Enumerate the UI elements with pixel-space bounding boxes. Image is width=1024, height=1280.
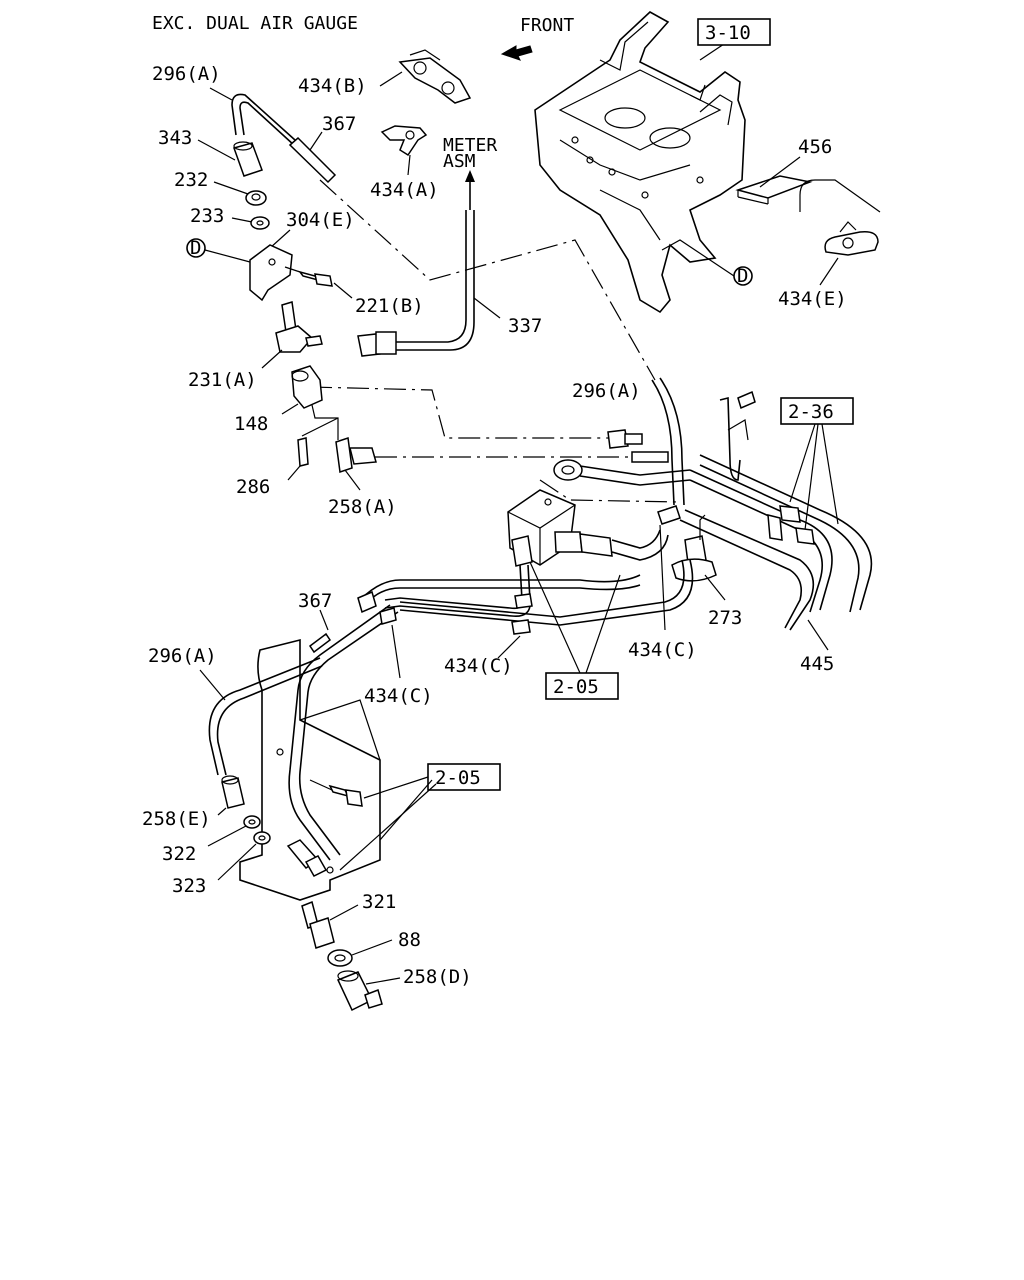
part-233-washer [250, 216, 270, 230]
label-343: 343 [158, 127, 192, 149]
label-231a: 231(A) [188, 369, 257, 391]
label-367-mid: 367 [298, 590, 332, 612]
label-221b: 221(B) [355, 295, 424, 317]
part-434b-clamp [398, 49, 472, 104]
part-304e-bracket [249, 244, 301, 302]
label-434c-mid: 434(C) [628, 639, 697, 661]
part-343-nut [233, 141, 263, 177]
part-273-valve [671, 514, 717, 582]
long-pipes [359, 559, 694, 626]
mounting-plate-lower [239, 638, 381, 901]
label-337: 337 [508, 315, 542, 337]
part-258e-nut [221, 775, 245, 809]
part-88-washer [327, 949, 353, 967]
label-296a-mid: 296(A) [572, 380, 641, 402]
part-434a-clamp [380, 125, 428, 157]
clip-434c-pair [511, 593, 533, 635]
part-232-nut [245, 190, 267, 206]
part-148-fitting [291, 365, 323, 409]
label-148: 148 [234, 413, 268, 435]
part-323-washer [253, 831, 271, 845]
part-367-sleeve-top [288, 136, 337, 184]
diagram-title: EXC. DUAL AIR GAUGE [152, 13, 358, 34]
label-434b: 434(B) [298, 75, 367, 97]
part-286-bolt [297, 437, 309, 467]
callout-d-left[interactable]: D [186, 237, 206, 259]
label-258a: 258(A) [328, 496, 397, 518]
label-286: 286 [236, 476, 270, 498]
pipe-bundle-right [679, 454, 873, 631]
label-445: 445 [800, 653, 834, 675]
ref-2-05-lower-label: 2-05 [435, 767, 481, 789]
label-323: 323 [172, 875, 206, 897]
hose-eye-fitting [553, 459, 691, 486]
bracket-2-36-drawing [719, 390, 756, 481]
label-233: 233 [190, 205, 224, 227]
part-337-pipe [357, 210, 475, 357]
part-434c-clip-left [357, 590, 397, 625]
part-434e-clamp [824, 221, 879, 256]
ref-2-05-mid-label: 2-05 [553, 676, 599, 698]
leader-eye-fitting [539, 479, 681, 503]
label-232: 232 [174, 169, 208, 191]
label-434c-lower: 434(C) [444, 655, 513, 677]
ref-2-36-label: 2-36 [788, 401, 834, 423]
label-321: 321 [362, 891, 396, 913]
part-456-pad [735, 175, 881, 213]
part-258a-fitting [335, 437, 377, 473]
part-fitting-upper [607, 429, 643, 449]
callout-d-right[interactable]: D [733, 265, 753, 287]
part-258d-nut [336, 970, 383, 1012]
label-456: 456 [798, 136, 832, 158]
bolt-lower [328, 784, 363, 807]
meter-asm-label-line2: ASM [443, 151, 476, 172]
part-322-washer [243, 815, 261, 829]
part-296a-hose-lower [208, 657, 323, 776]
part-321-fitting [301, 900, 335, 949]
ref-box-3-10[interactable]: 3-10 [697, 18, 771, 46]
label-88: 88 [398, 929, 421, 951]
part-367-hose-lower [288, 604, 399, 861]
callout-d-right-label: D [737, 265, 748, 287]
label-258d: 258(D) [403, 966, 472, 988]
leader-367-to-hose [319, 179, 656, 381]
label-296a-top: 296(A) [152, 63, 221, 85]
hose-end-fitting [286, 839, 328, 877]
label-296a-lower: 296(A) [148, 645, 217, 667]
ref-3-10-label: 3-10 [705, 22, 751, 44]
meter-asm-label-line1: METER [443, 135, 497, 156]
part-fitting-lower [631, 451, 669, 463]
label-273: 273 [708, 607, 742, 629]
part-434c-clip-mid [657, 505, 681, 525]
ref-box-2-05-mid[interactable]: 2-05 [545, 672, 619, 700]
callout-d-left-label: D [190, 237, 201, 259]
part-296a-hose-top [231, 93, 296, 147]
meter-direction-arrow-icon [465, 170, 475, 210]
label-322: 322 [162, 843, 196, 865]
ref-box-2-36[interactable]: 2-36 [780, 397, 854, 425]
label-434c-left: 434(C) [364, 685, 433, 707]
valve-fittings [511, 529, 669, 567]
label-304e: 304(E) [286, 209, 355, 231]
part-221b-bolt [298, 270, 333, 287]
leader-148-to-fitting [309, 386, 610, 439]
label-367-top: 367 [322, 113, 356, 135]
label-434e: 434(E) [778, 288, 847, 310]
ref-box-2-05-lower[interactable]: 2-05 [427, 763, 501, 791]
frame-bracket-drawing [534, 11, 746, 314]
front-label: FRONT [520, 15, 574, 36]
part-231a-fitting [275, 301, 323, 353]
label-434a: 434(A) [370, 179, 439, 201]
part-296a-hose-mid [651, 377, 685, 506]
front-arrow-icon [500, 45, 533, 61]
label-258e: 258(E) [142, 808, 211, 830]
